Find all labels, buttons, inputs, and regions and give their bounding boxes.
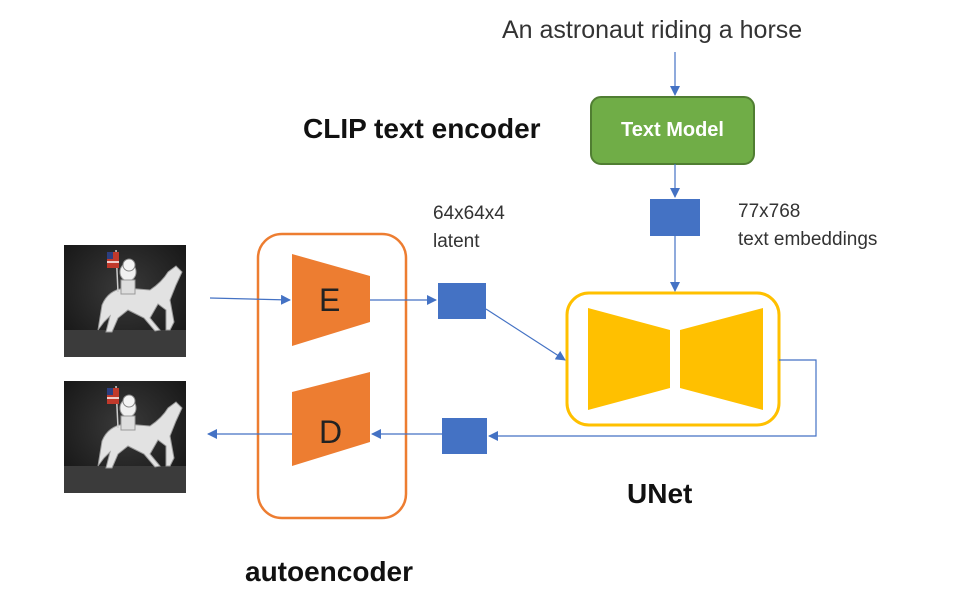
unet-down-path xyxy=(588,308,670,410)
astronaut-horse-illustration xyxy=(97,385,183,469)
autoencoder-label: autoencoder xyxy=(245,556,414,587)
output-image xyxy=(64,381,186,493)
unet-label: UNet xyxy=(627,478,693,509)
text-embeddings-tensor xyxy=(650,199,700,236)
decoder-letter: D xyxy=(319,414,343,450)
prompt-text: An astronaut riding a horse xyxy=(502,16,803,44)
text-model-label: Text Model xyxy=(621,119,724,141)
unet-output-arrow xyxy=(488,359,817,441)
latent-to-unet-arrow xyxy=(485,308,566,361)
latent-label: 64x64x4 latent xyxy=(433,200,505,256)
latent-name: latent xyxy=(433,231,480,252)
latent-shape: 64x64x4 xyxy=(433,203,505,224)
encoder-shape xyxy=(292,254,370,346)
unet-up-path xyxy=(680,308,763,410)
autoencoder-box xyxy=(256,232,408,520)
text-model-box xyxy=(590,96,755,165)
image-to-encoder-arrow xyxy=(209,294,291,305)
encoder-letter: E xyxy=(319,282,341,318)
unet-box xyxy=(565,291,781,427)
decoder-shape xyxy=(292,372,370,466)
input-image xyxy=(64,245,186,357)
clip-text-encoder-label: CLIP text encoder xyxy=(303,113,541,144)
embeddings-shape: 77x768 xyxy=(738,201,801,222)
embeddings-label: 77x768 text embeddings xyxy=(738,198,877,254)
latent-tensor xyxy=(438,283,486,319)
astronaut-horse-illustration xyxy=(97,249,183,333)
denoised-latent-tensor xyxy=(442,418,487,454)
embeddings-name: text embeddings xyxy=(738,229,878,250)
